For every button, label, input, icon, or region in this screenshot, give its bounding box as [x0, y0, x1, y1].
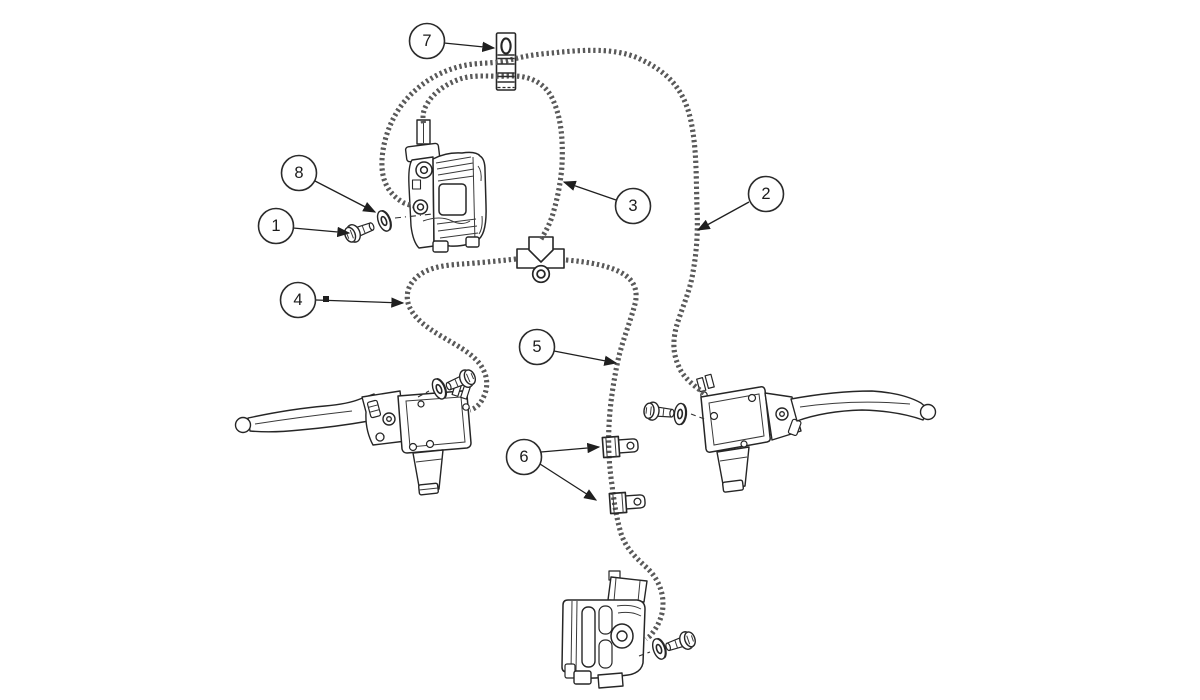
- front-caliper-upper-banjo: [415, 161, 433, 179]
- right-master-cylinder-body: [700, 386, 771, 453]
- callout-6-leader-2: [539, 463, 598, 501]
- left-lever-pivot: [382, 412, 396, 426]
- callout-2-leader-1: [696, 201, 750, 231]
- callout-8-label: 8: [294, 164, 303, 182]
- callouts-layer: 1 2 3 4 5 6 7 8: [257, 22, 785, 501]
- callout-7-label: 7: [422, 32, 431, 50]
- callout-2-label: 2: [761, 185, 770, 203]
- callout-2-circle: [747, 175, 785, 213]
- callout-8: 8: [280, 154, 377, 213]
- callout-6-leader-1: [540, 442, 601, 454]
- brake-hose-2: [382, 50, 704, 393]
- front-caliper-lower-banjo: [412, 199, 429, 215]
- axis-line-rear: [638, 651, 651, 657]
- callout-5: 5: [518, 328, 618, 366]
- callout-5-circle: [518, 328, 556, 366]
- left-lever-blade: [247, 393, 382, 433]
- callout-3-leader-1: [562, 180, 617, 201]
- callout-6-label: 6: [519, 448, 528, 466]
- left-reservoir: [412, 449, 444, 493]
- callout-4-nub: [323, 296, 329, 302]
- left-brake-lever-assembly: [234, 381, 472, 496]
- banjo-bolt-rear: [662, 628, 699, 657]
- callout-7-circle: [408, 22, 446, 60]
- front-caliper: [404, 119, 487, 253]
- tee-hose-fitting: [528, 236, 554, 263]
- right-lever-blade: [790, 390, 929, 422]
- callout-4-label: 4: [293, 291, 302, 309]
- left-hose-fitting: [462, 403, 470, 411]
- callout-2: 2: [696, 175, 785, 231]
- brake-hose-4: [407, 259, 516, 410]
- callout-4-circle: [279, 281, 317, 319]
- callout-6-circle: [505, 438, 543, 476]
- callout-1: 1: [257, 207, 351, 245]
- callout-3-label: 3: [628, 197, 637, 215]
- tee-mount-eye: [531, 264, 551, 284]
- callout-3: 3: [562, 180, 652, 225]
- axis-line-front: [394, 213, 434, 219]
- rear-caliper-boss: [610, 623, 634, 649]
- callout-4: 4: [279, 281, 405, 319]
- callout-6: 6: [505, 438, 601, 501]
- callout-1-leader-1: [292, 226, 351, 238]
- washer-rear: [649, 636, 670, 662]
- rear-caliper: [561, 570, 648, 689]
- axis-line-right: [690, 413, 708, 421]
- right-lever-pivot: [775, 407, 789, 421]
- callout-5-label: 5: [532, 338, 541, 356]
- callout-1-label: 1: [271, 217, 280, 235]
- callout-8-circle: [280, 154, 318, 192]
- left-lever-ball-end: [234, 416, 252, 434]
- callout-7: 7: [408, 22, 496, 60]
- brake-hose-3: [423, 73, 562, 239]
- banjo-bolt-front: [341, 216, 378, 246]
- bracket-slot: [500, 37, 512, 55]
- callout-5-leader-1: [553, 350, 618, 366]
- washer-right-lever: [672, 402, 689, 427]
- fasteners: [341, 207, 708, 662]
- right-brake-lever-assembly: [696, 373, 937, 493]
- tee-junction: [516, 236, 565, 284]
- callout-4-leader-1: [315, 297, 405, 308]
- right-lever-ball-end: [919, 403, 937, 421]
- hose-clamp-lower: [608, 490, 647, 515]
- brake-hose-5: [566, 260, 666, 639]
- callout-7-leader-1: [443, 41, 496, 53]
- axis-line-left: [417, 390, 430, 398]
- hoses: [382, 50, 704, 639]
- banjo-bolt-right-lever: [642, 400, 676, 424]
- callout-8-leader-1: [314, 180, 377, 213]
- bracket-bands: [497, 54, 515, 89]
- washer-front: [374, 207, 395, 234]
- callout-1-circle: [257, 207, 295, 245]
- callout-3-circle: [614, 187, 652, 225]
